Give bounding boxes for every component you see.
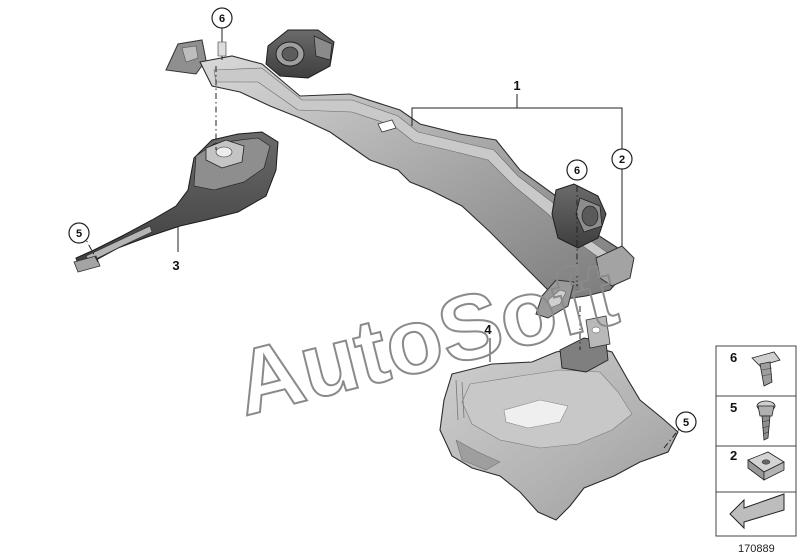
callout-6-top: 6 [211,7,233,60]
legend-panel: 6 5 2 [715,345,797,537]
direction-arrow-icon [729,493,785,530]
callout-5-right-label: 5 [683,417,689,429]
clip-nut-icon [747,451,785,481]
sensor-right [551,183,607,249]
part-label-1: 1 [513,78,520,93]
diagram-reference-number: 170889 [738,543,775,555]
part-label-3: 3 [172,258,179,273]
callout-6-mid-label: 6 [574,165,580,177]
main-bracket [165,39,635,319]
callout-2-label: 2 [619,154,625,166]
push-rivet-icon [751,351,781,387]
callout-6-top-label: 6 [219,13,225,25]
connector-lines [83,66,681,449]
legend-number-5: 5 [730,400,737,415]
callout-2: 2 [611,148,633,170]
callout-5-left-label: 5 [76,228,82,240]
legend-number-2: 2 [730,448,737,463]
left-shield [73,131,279,273]
part-label-4: 4 [484,322,492,337]
callout-5-left: 5 [68,222,90,244]
leader-part-1 [177,94,623,362]
callout-6-mid: 6 [566,159,588,181]
legend-number-6: 6 [730,350,737,365]
sensor-top [265,29,335,79]
screw-icon [756,400,776,441]
callout-5-right: 5 [675,411,697,433]
lower-shield [439,315,679,521]
